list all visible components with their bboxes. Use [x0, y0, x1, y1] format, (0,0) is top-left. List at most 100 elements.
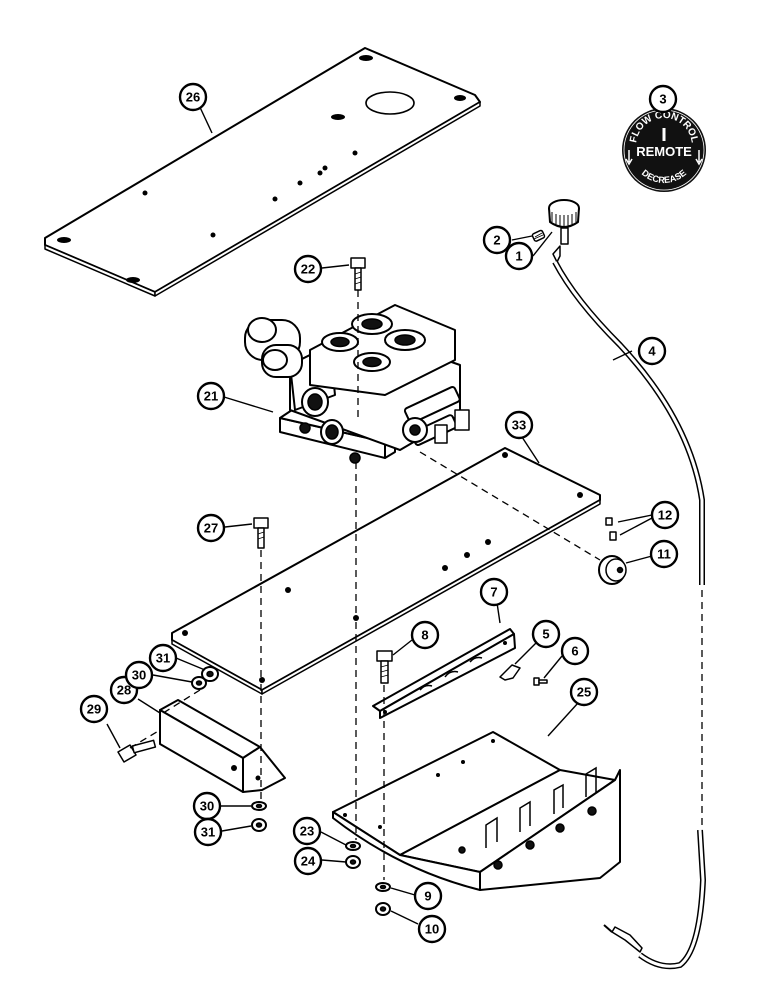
svg-text:2: 2	[493, 233, 500, 248]
leader-30-upper	[152, 674, 193, 683]
callout-8: 8	[410, 620, 440, 650]
callout-3: 3	[648, 84, 678, 114]
svg-text:30: 30	[132, 668, 146, 683]
knob-1	[548, 199, 580, 245]
angle-bracket-28	[159, 699, 286, 793]
dash-bolt-29	[129, 729, 161, 749]
callout-26: 26	[178, 82, 208, 112]
callout-23: 23	[292, 816, 322, 846]
knob-11	[598, 555, 627, 585]
callout-31-lower: 31	[193, 817, 223, 847]
callout-7: 7	[479, 577, 509, 607]
callout-11: 11	[649, 539, 679, 569]
leader-21	[223, 396, 274, 413]
leader-8	[392, 639, 413, 656]
set-screw-2	[531, 229, 546, 242]
leader-9	[390, 887, 416, 896]
svg-text:9: 9	[424, 889, 431, 904]
bolt-29	[117, 739, 157, 763]
callout-9: 9	[413, 881, 443, 911]
leader-1	[532, 231, 553, 257]
flow-control-emblem-icon: FLOW CONTROL REMOTE DECREASE	[622, 108, 706, 192]
svg-text:22: 22	[301, 262, 315, 277]
bolt-22	[350, 257, 366, 291]
callout-4: 4	[637, 336, 667, 366]
dash-nut-to-bracket	[159, 689, 201, 716]
emblem-bottom-text: DECREASE	[640, 168, 688, 185]
leader-29	[106, 723, 121, 749]
callout-25: 25	[569, 677, 599, 707]
svg-text:23: 23	[300, 824, 314, 839]
clip-5	[499, 664, 521, 681]
svg-text:31: 31	[201, 825, 215, 840]
emblem-center-text: REMOTE	[636, 144, 692, 159]
washer-30-lower	[251, 801, 267, 811]
nut-30-upper	[191, 676, 207, 690]
control-valve-21	[244, 304, 470, 464]
svg-text:11: 11	[657, 547, 671, 562]
svg-text:5: 5	[542, 627, 549, 642]
dash-valve-to-knob	[419, 451, 601, 561]
bolt-27	[253, 517, 269, 549]
svg-text:26: 26	[186, 90, 200, 105]
leader-28	[137, 698, 161, 714]
nut-24	[345, 855, 361, 869]
bolt-8	[376, 650, 393, 684]
svg-text:24: 24	[301, 854, 316, 869]
callout-10: 10	[417, 914, 447, 944]
leader-27	[224, 523, 253, 528]
svg-text:28: 28	[117, 683, 131, 698]
leader-11	[625, 555, 653, 564]
svg-text:29: 29	[87, 702, 101, 717]
washer-23	[345, 841, 361, 851]
callout-6: 6	[560, 636, 590, 666]
leader-33	[521, 436, 540, 464]
svg-text:31: 31	[156, 651, 170, 666]
leader-24	[321, 859, 347, 863]
svg-text:4: 4	[648, 344, 656, 359]
leader-12	[617, 514, 653, 536]
callout-33: 33	[504, 410, 534, 440]
leader-22	[321, 264, 350, 269]
svg-text:8: 8	[421, 628, 428, 643]
svg-text:25: 25	[577, 685, 591, 700]
washer-9	[375, 882, 391, 892]
callout-12: 12	[650, 500, 680, 530]
leader-2	[511, 235, 533, 241]
callout-1: 1	[504, 241, 534, 271]
set-screws-12	[605, 517, 617, 541]
callout-27: 27	[196, 513, 226, 543]
nut-10	[375, 902, 391, 916]
leader-25	[547, 702, 579, 737]
callout-30-lower: 30	[192, 791, 222, 821]
svg-text:12: 12	[658, 508, 672, 523]
svg-text:21: 21	[204, 389, 218, 404]
svg-text:27: 27	[204, 521, 218, 536]
leader-10	[390, 910, 419, 925]
plate-26	[44, 47, 481, 297]
svg-text:3: 3	[659, 92, 666, 107]
bracket-7	[372, 628, 516, 719]
svg-text:DECREASE: DECREASE	[640, 168, 688, 185]
callout-5: 5	[531, 619, 561, 649]
svg-text:1: 1	[515, 249, 522, 264]
callout-2: 2	[482, 225, 512, 255]
screw-6	[533, 677, 548, 686]
callout-24: 24	[293, 846, 323, 876]
nut-31-lower	[251, 818, 267, 832]
leader-31-upper	[175, 657, 206, 671]
svg-text:33: 33	[512, 418, 526, 433]
leader-5	[514, 639, 540, 665]
cable-4	[552, 245, 707, 970]
mounting-pan-25	[332, 731, 621, 891]
leader-31-lower	[221, 825, 252, 832]
svg-text:10: 10	[425, 922, 439, 937]
callout-31-upper: 31	[148, 643, 178, 673]
callout-30-upper: 30	[124, 660, 154, 690]
svg-text:30: 30	[200, 799, 214, 814]
svg-text:6: 6	[571, 644, 578, 659]
callout-21: 21	[196, 381, 226, 411]
plate-33	[171, 447, 601, 695]
leader-6	[543, 655, 563, 679]
